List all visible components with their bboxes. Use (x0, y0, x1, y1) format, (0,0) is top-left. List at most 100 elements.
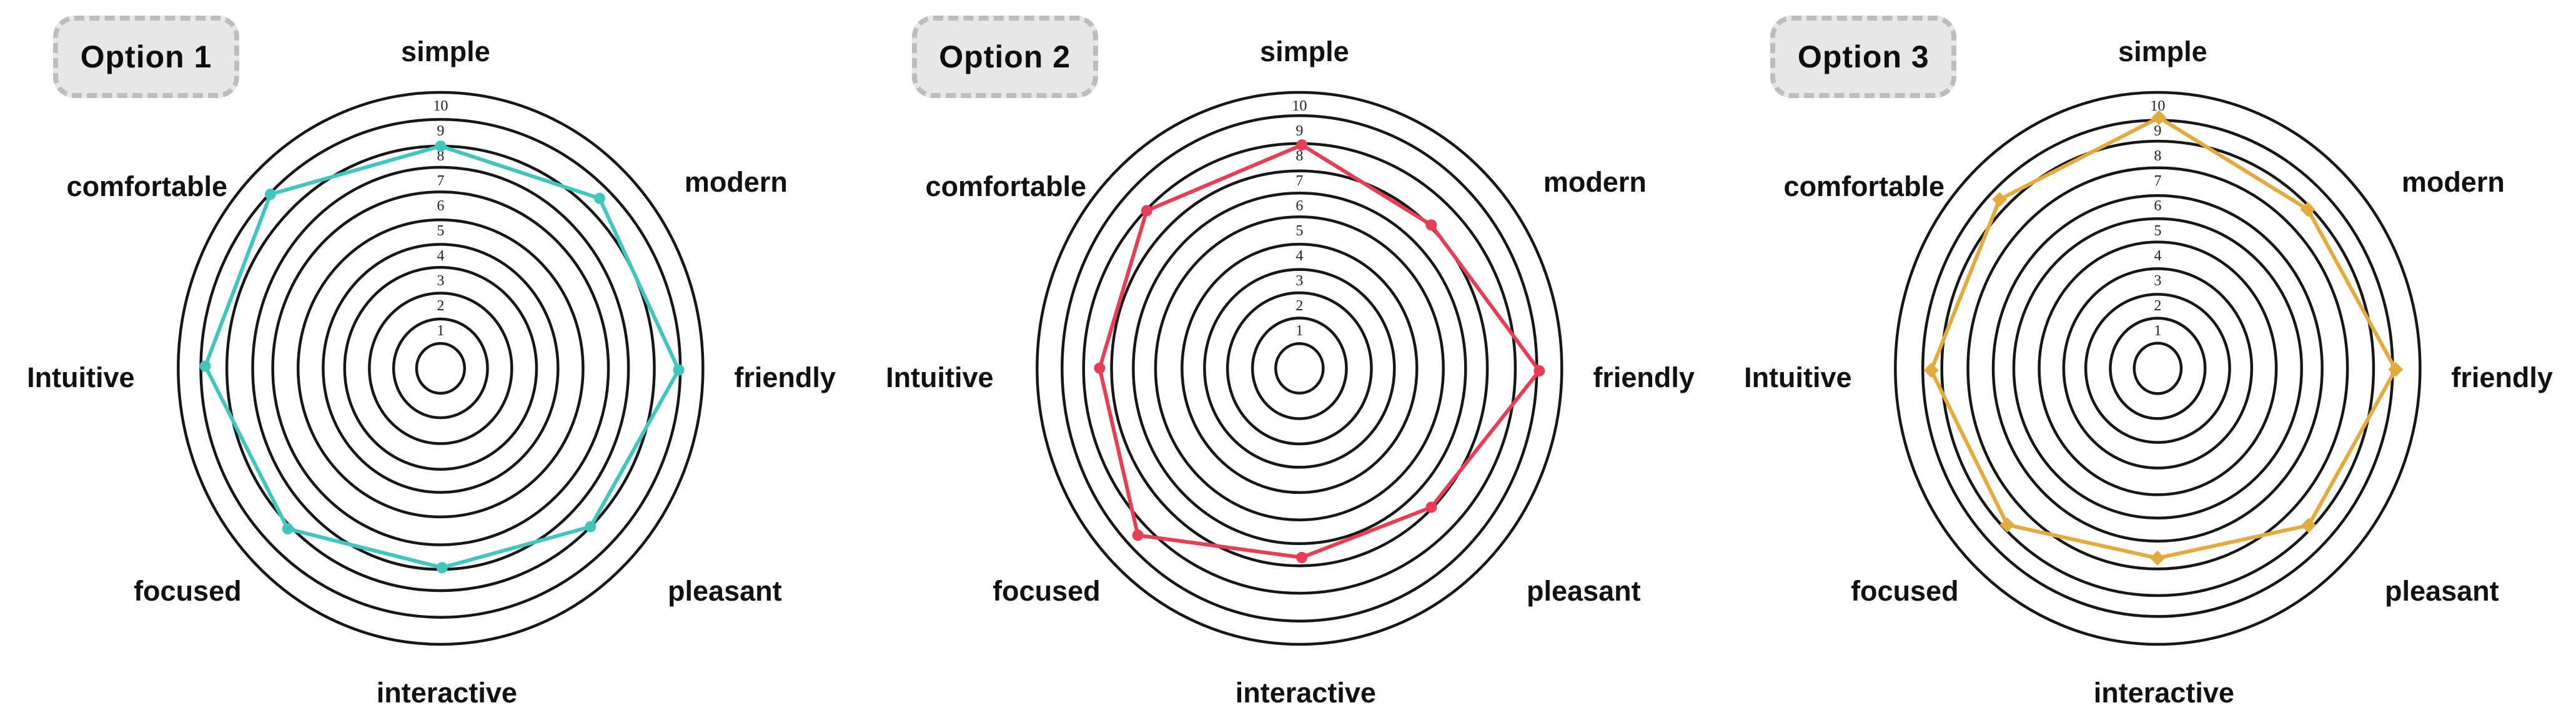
ring-tick-label: 9 (2154, 123, 2162, 139)
data-point-markers (199, 140, 685, 574)
axis-label: friendly (734, 361, 836, 393)
ring-tick-label: 4 (437, 248, 444, 264)
data-point-marker (585, 521, 597, 533)
ring-tick-label: 6 (1295, 198, 1303, 214)
axis-label: modern (2402, 166, 2505, 198)
ring-tick-label: 9 (437, 123, 444, 139)
data-point-marker (435, 140, 447, 152)
grid-ring (2084, 293, 2232, 444)
axis-label: Intuitive (27, 361, 135, 393)
ring-tick-label: 8 (2154, 148, 2162, 164)
data-point-marker (2301, 518, 2317, 533)
axis-labels: simplemodernfriendlypleasantinteractivef… (886, 36, 1695, 709)
grid-ring (1226, 291, 1373, 446)
axis-label: pleasant (668, 575, 782, 607)
option-badge: Option 3 (1770, 16, 1957, 98)
ring-tick-label: 6 (2154, 198, 2162, 214)
grid-ring (368, 292, 513, 445)
axis-label: comfortable (67, 170, 228, 202)
ring-tick-label: 2 (1295, 298, 1303, 314)
grid-ring (1992, 194, 2324, 543)
data-point-marker (436, 562, 448, 574)
axis-label: friendly (1593, 361, 1695, 393)
axis-label: modern (685, 166, 788, 198)
ring-tick-label: 10 (1292, 98, 1307, 114)
axis-label: comfortable (925, 170, 1086, 202)
data-point-marker (1132, 529, 1144, 541)
ring-tick-label: 4 (1295, 248, 1303, 264)
grid-ring (271, 190, 610, 546)
ring-tick-label: 7 (1295, 173, 1303, 189)
grid-ring (1180, 242, 1419, 494)
option-badge: Option 1 (53, 16, 239, 98)
ring-tick-label: 5 (437, 223, 444, 239)
grid-ring (2038, 240, 2278, 496)
ring-tick-label: 4 (2154, 248, 2162, 264)
axis-label: pleasant (2385, 575, 2499, 607)
axis-label: focused (993, 575, 1101, 607)
data-point-marker (2388, 361, 2404, 377)
ring-tick-label: 1 (437, 323, 444, 339)
outer-rim-ring (1894, 91, 2422, 646)
ring-tick-label: 9 (1295, 123, 1303, 139)
grid-ring (2062, 267, 2254, 470)
data-point-marker (1425, 501, 1437, 513)
ring-tick-label: 3 (437, 273, 444, 289)
grid-ring (1274, 342, 1325, 395)
axis-label: simple (401, 36, 490, 67)
axis-label: focused (134, 575, 242, 607)
ring-tick-label: 1 (1295, 323, 1303, 339)
grid-ring (1109, 169, 1489, 568)
data-point-markers (1924, 110, 2404, 566)
data-point-marker (2151, 110, 2167, 125)
data-point-marker (2300, 202, 2316, 217)
outer-rim-ring (177, 91, 705, 646)
data-point-marker (282, 523, 294, 534)
data-point-marker (1999, 517, 2015, 533)
axis-label: interactive (377, 677, 517, 709)
grid-ring (415, 342, 466, 395)
data-point-marker (1992, 192, 2008, 207)
ring-tick-labels: 1 2 3 4 5 6 7 8 9 10 (1290, 97, 1308, 341)
axis-label: simple (1260, 36, 1349, 67)
data-point-marker (1924, 363, 1939, 378)
grid-ring (1202, 268, 1396, 469)
axis-label: Intuitive (886, 361, 994, 393)
grid-ring (392, 317, 489, 420)
ring-tick-label: 7 (2154, 173, 2162, 189)
axis-label: comfortable (1784, 170, 1945, 202)
grid-ring (1940, 139, 2375, 598)
ring-tick-label: 3 (1295, 273, 1303, 289)
ring-tick-label: 5 (1295, 223, 1303, 239)
ring-tick-label: 7 (437, 173, 444, 189)
grid-rings (1035, 91, 1563, 646)
grid-ring (1966, 166, 2349, 571)
radar-chart-option-3: 12345678910simplemodernfriendlypleasanti… (1744, 36, 2554, 709)
grid-ring (2012, 217, 2304, 520)
data-point-marker (199, 360, 211, 372)
axis-label: simple (2118, 36, 2207, 67)
data-point-marker (1425, 219, 1437, 231)
grid-ring (2133, 342, 2183, 395)
ring-tick-label: 8 (1295, 148, 1303, 164)
data-point-marker (1094, 362, 1106, 374)
ring-tick-label: 8 (437, 148, 444, 164)
data-point-marker (1295, 139, 1307, 151)
data-point-marker (265, 189, 277, 200)
grid-ring (2109, 317, 2207, 420)
radar-chart-option-2: 1 2 3 4 5 6 7 8 9 10simplemodernfriendlypleasanti… (886, 36, 1695, 709)
data-point-marker (1533, 365, 1545, 376)
ring-tick-label: 1 (2154, 323, 2162, 339)
data-point-markers (1094, 139, 1545, 563)
data-polygon (1097, 143, 1541, 559)
grid-ring (1251, 317, 1348, 420)
outer-rim-ring (1035, 91, 1563, 646)
axis-labels: simple modern friendly pleasant interactive f… (27, 36, 836, 709)
axis-label: friendly (2452, 361, 2554, 393)
grid-ring (296, 218, 585, 519)
